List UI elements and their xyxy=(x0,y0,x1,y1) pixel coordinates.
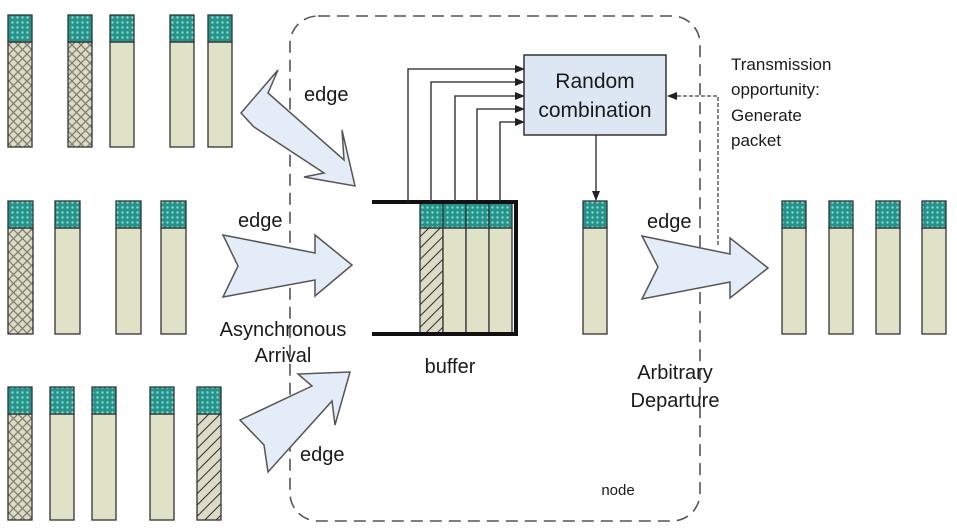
packet-payload xyxy=(875,227,901,335)
packet-payload xyxy=(91,413,117,521)
arbitrary-departure-line1: Arbitrary xyxy=(637,362,713,384)
packet-header xyxy=(921,200,947,229)
packet-payload xyxy=(115,227,142,335)
buffer-packet xyxy=(442,201,467,335)
edge-label-top: edge xyxy=(304,84,349,106)
packet-payload xyxy=(7,413,33,521)
middle-packet xyxy=(115,200,142,335)
packet-payload xyxy=(169,41,195,148)
transmission-feedback-line xyxy=(667,92,719,245)
packet-header xyxy=(109,14,135,43)
packet-header xyxy=(54,200,81,229)
edge-arrow-bottom xyxy=(238,371,352,474)
packet-header xyxy=(169,14,195,43)
output-packet xyxy=(921,200,947,335)
node-label: node xyxy=(601,482,634,499)
packet-payload xyxy=(67,41,93,148)
packet-payload xyxy=(7,227,34,335)
transmission-label-line2: opportunity: xyxy=(731,80,820,99)
packet-header xyxy=(442,201,467,229)
bottom-packet xyxy=(91,386,117,521)
packet-header xyxy=(582,200,608,229)
packet-payload xyxy=(49,413,75,521)
middle-packet xyxy=(7,200,34,335)
packet-header xyxy=(91,386,117,415)
packet-header xyxy=(781,200,807,229)
transmission-label-line4: packet xyxy=(731,131,781,150)
top-packet xyxy=(7,14,33,148)
bottom-packet xyxy=(196,386,222,521)
coded-packet xyxy=(582,200,608,335)
packet-payload xyxy=(465,227,490,335)
buffer-packet xyxy=(465,201,490,335)
top-packet xyxy=(169,14,195,148)
packet-header xyxy=(419,201,444,229)
random-combination-label-line2: combination xyxy=(538,99,651,122)
packet-header xyxy=(465,201,490,229)
packet-header xyxy=(7,14,33,43)
packet-payload xyxy=(109,41,135,148)
middle-packet xyxy=(160,200,187,335)
buffer-label: buffer xyxy=(425,356,476,378)
buffer-packet xyxy=(419,201,444,335)
packet-payload xyxy=(921,227,947,335)
transmission-label-line3: Generate xyxy=(731,106,802,125)
arbitrary-departure-line2: Departure xyxy=(631,390,720,412)
packet-header xyxy=(7,200,34,229)
packet-header xyxy=(488,201,513,229)
edge-arrow-middle xyxy=(221,233,354,299)
packet-payload xyxy=(160,227,187,335)
random-combination-box xyxy=(523,54,667,136)
edge-label-middle: edge xyxy=(238,210,283,232)
packet-header xyxy=(875,200,901,229)
packet-payload xyxy=(488,227,513,335)
packet-payload xyxy=(54,227,81,335)
packet-header xyxy=(828,200,854,229)
packet-header xyxy=(160,200,187,229)
buffer-packet xyxy=(488,201,513,335)
output-packet xyxy=(875,200,901,335)
middle-packet xyxy=(54,200,81,335)
edge-arrow-top xyxy=(239,69,356,187)
packet-payload xyxy=(196,413,222,521)
packet-header xyxy=(67,14,93,43)
edge-arrow-out xyxy=(640,234,770,301)
packet-header xyxy=(207,14,233,43)
random-combination-label-line1: Random xyxy=(555,70,634,93)
packet-header xyxy=(149,386,175,415)
buffer-bracket xyxy=(372,200,518,336)
top-packet xyxy=(67,14,93,148)
transmission-label-line1: Transmission xyxy=(731,55,831,74)
output-packet xyxy=(781,200,807,335)
packet-header xyxy=(115,200,142,229)
asynchronous-arrival-line1: Asynchronous xyxy=(220,319,347,341)
packet-payload xyxy=(442,227,467,335)
asynchronous-arrival-line2: Arrival xyxy=(255,345,312,367)
top-packet xyxy=(109,14,135,148)
edge-label-out: edge xyxy=(647,211,692,233)
edge-label-bottom: edge xyxy=(300,444,345,466)
top-packet xyxy=(207,14,233,148)
packet-header xyxy=(49,386,75,415)
bottom-packet xyxy=(49,386,75,521)
packet-payload xyxy=(7,41,33,148)
packet-payload xyxy=(828,227,854,335)
packet-payload xyxy=(781,227,807,335)
packet-payload xyxy=(582,227,608,335)
packet-payload xyxy=(149,413,175,521)
packet-header xyxy=(196,386,222,415)
packet-header xyxy=(7,386,33,415)
packet-payload xyxy=(419,227,444,335)
node-boundary xyxy=(289,15,701,522)
packet-payload xyxy=(207,41,233,148)
bottom-packet xyxy=(7,386,33,521)
bottom-packet xyxy=(149,386,175,521)
output-packet xyxy=(828,200,854,335)
buffer-to-combiner-lines xyxy=(407,65,525,202)
